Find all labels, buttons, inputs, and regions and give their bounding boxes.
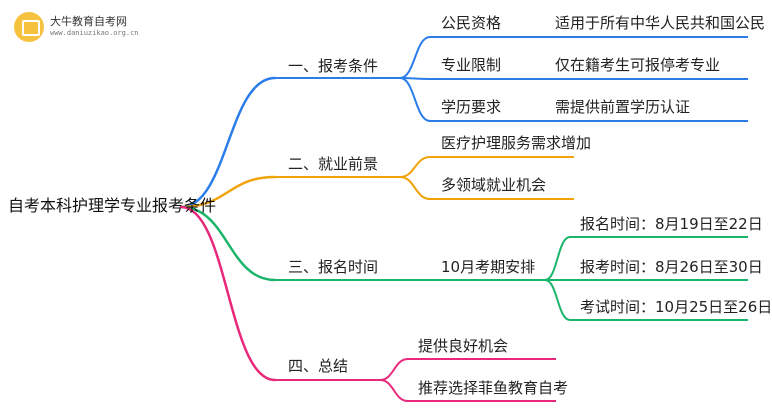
logo-title: 大牛教育自考网 xyxy=(50,15,127,28)
connector-root-registration xyxy=(179,205,277,282)
mindmap-connectors xyxy=(179,36,748,402)
node-demand: 医疗护理服务需求增加 xyxy=(441,134,592,152)
connector-requirement-2 xyxy=(399,77,431,122)
connector-employment-1 xyxy=(399,176,431,200)
branch-employment: 二、就业前景 xyxy=(288,155,379,173)
branch-registration: 三、报名时间 xyxy=(288,258,379,276)
connector-root-employment xyxy=(179,175,277,209)
root-topic: 自考本科护理学专业报考条件 xyxy=(8,196,217,215)
book-icon xyxy=(14,12,44,42)
node-education: 学历要求 xyxy=(441,98,502,116)
site-logo: 大牛教育自考网 www.daniuzikao.org.cn xyxy=(6,10,166,46)
connector-employment-0 xyxy=(399,156,431,178)
node-major-restriction: 专业限制 xyxy=(441,56,502,74)
logo-url: www.daniuzikao.org.cn xyxy=(50,29,139,37)
connector-requirement-0 xyxy=(399,36,431,79)
node-citizenship: 公民资格 xyxy=(441,14,502,32)
connector-schedule-0 xyxy=(544,236,571,281)
branch-requirements: 一、报考条件 xyxy=(288,57,379,75)
node-exam-time: 考试时间：10月25日至26日 xyxy=(580,298,772,316)
connector-summary-1 xyxy=(379,379,409,402)
branch-summary: 四、总结 xyxy=(288,357,349,375)
node-signup-time: 报名时间：8月19日至22日 xyxy=(580,215,763,233)
node-education-value: 需提供前置学历认证 xyxy=(555,98,691,116)
node-opportunities: 多领域就业机会 xyxy=(441,176,547,194)
node-october-schedule: 10月考期安排 xyxy=(441,258,536,276)
node-good-opportunity: 提供良好机会 xyxy=(418,337,509,355)
node-apply-time: 报考时间：8月26日至30日 xyxy=(580,258,763,276)
node-major-restriction-value: 仅在籍考生可报停考专业 xyxy=(555,56,721,74)
connector-summary-0 xyxy=(379,358,409,381)
node-recommendation: 推荐选择菲鱼教育自考 xyxy=(418,379,569,397)
node-citizenship-value: 适用于所有中华人民共和国公民 xyxy=(555,14,766,32)
connector-root-summary xyxy=(179,205,277,382)
connector-root-requirements xyxy=(179,76,277,209)
connector-schedule-2 xyxy=(544,279,571,321)
